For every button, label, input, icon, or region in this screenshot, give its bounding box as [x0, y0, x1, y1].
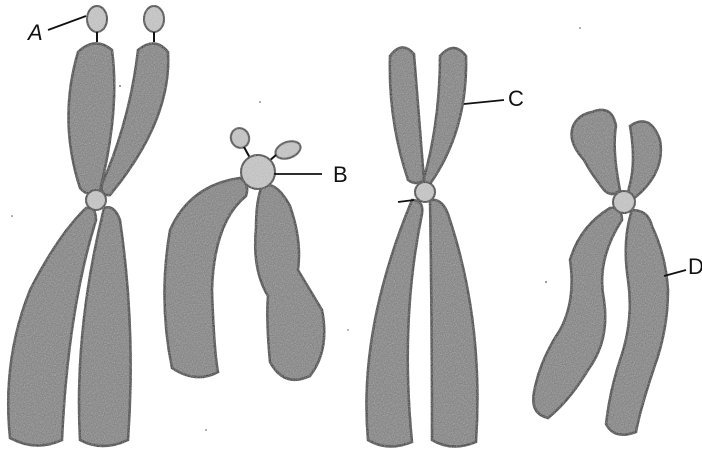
long-arm-right — [606, 210, 668, 435]
long-arm-left — [533, 208, 622, 418]
short-arm-right — [628, 121, 661, 200]
short-arm-left — [572, 110, 620, 194]
leader-line-c — [464, 100, 504, 104]
long-arm-right — [255, 185, 324, 380]
label-b-text: B — [333, 162, 348, 187]
chromosome-2 — [164, 126, 324, 380]
centromere — [86, 190, 106, 210]
label-b: B — [274, 162, 348, 187]
centromere — [241, 155, 275, 189]
stalk-left — [244, 147, 250, 158]
label-d-text: D — [688, 254, 702, 279]
satellite-right — [273, 138, 303, 162]
centromere — [415, 182, 435, 202]
label-c-text: C — [508, 86, 524, 111]
chromosome-1 — [8, 6, 168, 446]
satellite-right — [144, 6, 164, 32]
chromosome-3 — [366, 47, 477, 446]
label-a: A — [26, 16, 86, 45]
leader-line-a — [48, 16, 86, 30]
label-c: C — [464, 86, 524, 111]
short-arm-left — [390, 47, 424, 183]
long-arm-right — [430, 200, 477, 447]
centromere — [613, 191, 635, 213]
long-arm-left — [366, 200, 422, 447]
label-a-text: A — [26, 20, 43, 45]
satellite-left — [87, 6, 107, 32]
long-arm-left — [164, 178, 247, 377]
chromosome-4 — [533, 110, 668, 435]
short-arm-right — [424, 48, 466, 184]
label-d: D — [664, 254, 702, 279]
satellite-left — [228, 126, 252, 151]
